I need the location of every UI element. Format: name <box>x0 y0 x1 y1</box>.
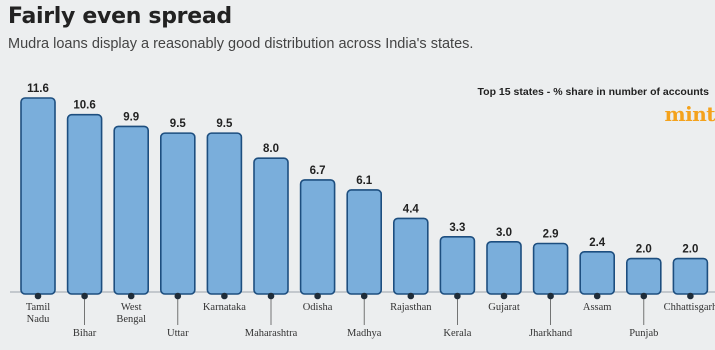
bar-5 <box>253 157 289 295</box>
marker-dot-3 <box>174 292 182 300</box>
data-label-12: 2.4 <box>589 237 606 249</box>
category-label-5: Maharashtra <box>245 328 298 339</box>
marker-dot-1 <box>81 292 88 300</box>
data-label-3: 9.5 <box>170 118 187 130</box>
marker-dot-7 <box>360 292 368 300</box>
category-label-10: Gujarat <box>488 302 520 313</box>
bar-0 <box>20 97 56 295</box>
data-label-13: 2.0 <box>636 244 652 256</box>
bar-14 <box>672 257 709 295</box>
category-label-3: Uttar <box>167 328 189 339</box>
data-label-8: 4.4 <box>403 203 420 215</box>
mint-logo: mint <box>664 102 715 126</box>
chart-legend: Top 15 states - % share in number of acc… <box>477 86 709 98</box>
category-label-4: Karnataka <box>203 302 246 313</box>
bar-3 <box>160 132 196 295</box>
category-label-14: Chhattisgarh <box>664 302 715 313</box>
category-label-13: Punjab <box>629 328 658 339</box>
marker-dot-13 <box>640 292 648 300</box>
marker-dot-5 <box>267 292 275 300</box>
bar-6 <box>299 179 336 295</box>
bar-9 <box>439 236 476 295</box>
bar-13 <box>625 257 662 295</box>
marker-dot-4 <box>221 292 228 300</box>
category-label-0-line-1: Nadu <box>27 314 50 325</box>
category-label-2-line-1: Bengal <box>116 314 146 325</box>
category-label-0-line-0: Tamil <box>26 302 50 313</box>
bar-2 <box>113 125 149 295</box>
marker-dot-8 <box>407 292 415 300</box>
category-label-7: Madhya <box>347 328 382 339</box>
data-label-2: 9.9 <box>123 111 139 123</box>
bar-8 <box>392 217 429 295</box>
marker-dot-2 <box>127 292 135 300</box>
data-label-4: 9.5 <box>216 118 233 130</box>
category-label-11: Jharkhand <box>529 328 573 339</box>
category-label-6: Odisha <box>303 302 333 313</box>
data-label-7: 6.1 <box>356 175 373 187</box>
chart-title: Fairly even spread <box>8 4 232 29</box>
category-label-1: Bihar <box>73 328 97 339</box>
data-label-14: 2.0 <box>682 244 698 256</box>
marker-dot-14 <box>687 292 694 300</box>
chart-subtitle: Mudra loans display a reasonably good di… <box>8 36 474 52</box>
data-label-0: 11.6 <box>27 83 49 95</box>
bar-1 <box>66 113 103 295</box>
marker-dot-9 <box>454 292 461 300</box>
bar-4 <box>206 132 243 295</box>
marker-dot-0 <box>34 292 42 300</box>
category-label-9: Kerala <box>443 328 471 339</box>
data-label-11: 2.9 <box>543 229 559 241</box>
data-label-5: 8.0 <box>263 143 279 155</box>
bar-11 <box>532 242 569 295</box>
marker-dot-11 <box>547 292 554 300</box>
data-label-6: 6.7 <box>310 165 326 177</box>
category-label-12: Assam <box>583 302 612 313</box>
category-label-8: Rajasthan <box>390 302 432 313</box>
marker-dot-10 <box>500 292 508 300</box>
data-label-9: 3.3 <box>449 222 465 234</box>
data-label-1: 10.6 <box>73 100 95 112</box>
bar-7 <box>346 189 383 295</box>
bar-12 <box>579 251 616 295</box>
marker-dot-12 <box>593 292 601 300</box>
category-label-2-line-0: West <box>121 302 142 313</box>
marker-dot-6 <box>314 292 321 300</box>
bar-10 <box>486 241 522 295</box>
data-label-10: 3.0 <box>496 227 512 239</box>
